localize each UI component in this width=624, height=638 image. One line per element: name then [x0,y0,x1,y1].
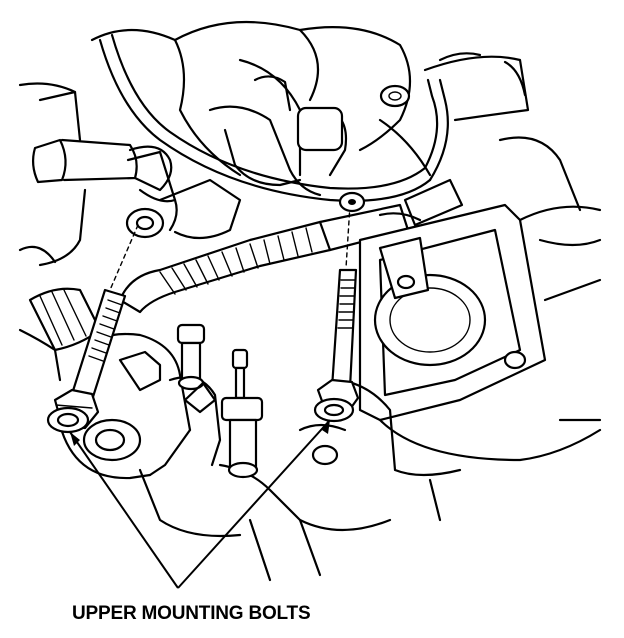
sensor-posts [176,323,264,479]
leader-arrowhead-right [322,420,330,434]
upper-mounting-bolt-left [46,288,127,434]
corrugated-hose [18,203,410,382]
leader-arrowhead-left [70,432,80,446]
callout-leader-lines [69,419,331,589]
mounting-bracket [358,136,602,462]
callout-label-upper-mounting-bolts: UPPER MOUNTING BOLTS [72,603,311,624]
upper-mounting-bolt-right [313,268,360,423]
engine-casting [18,20,530,267]
coolant-pipe [125,150,242,240]
wiring-harness [98,33,464,227]
bolt-alignment-guides [109,191,366,291]
